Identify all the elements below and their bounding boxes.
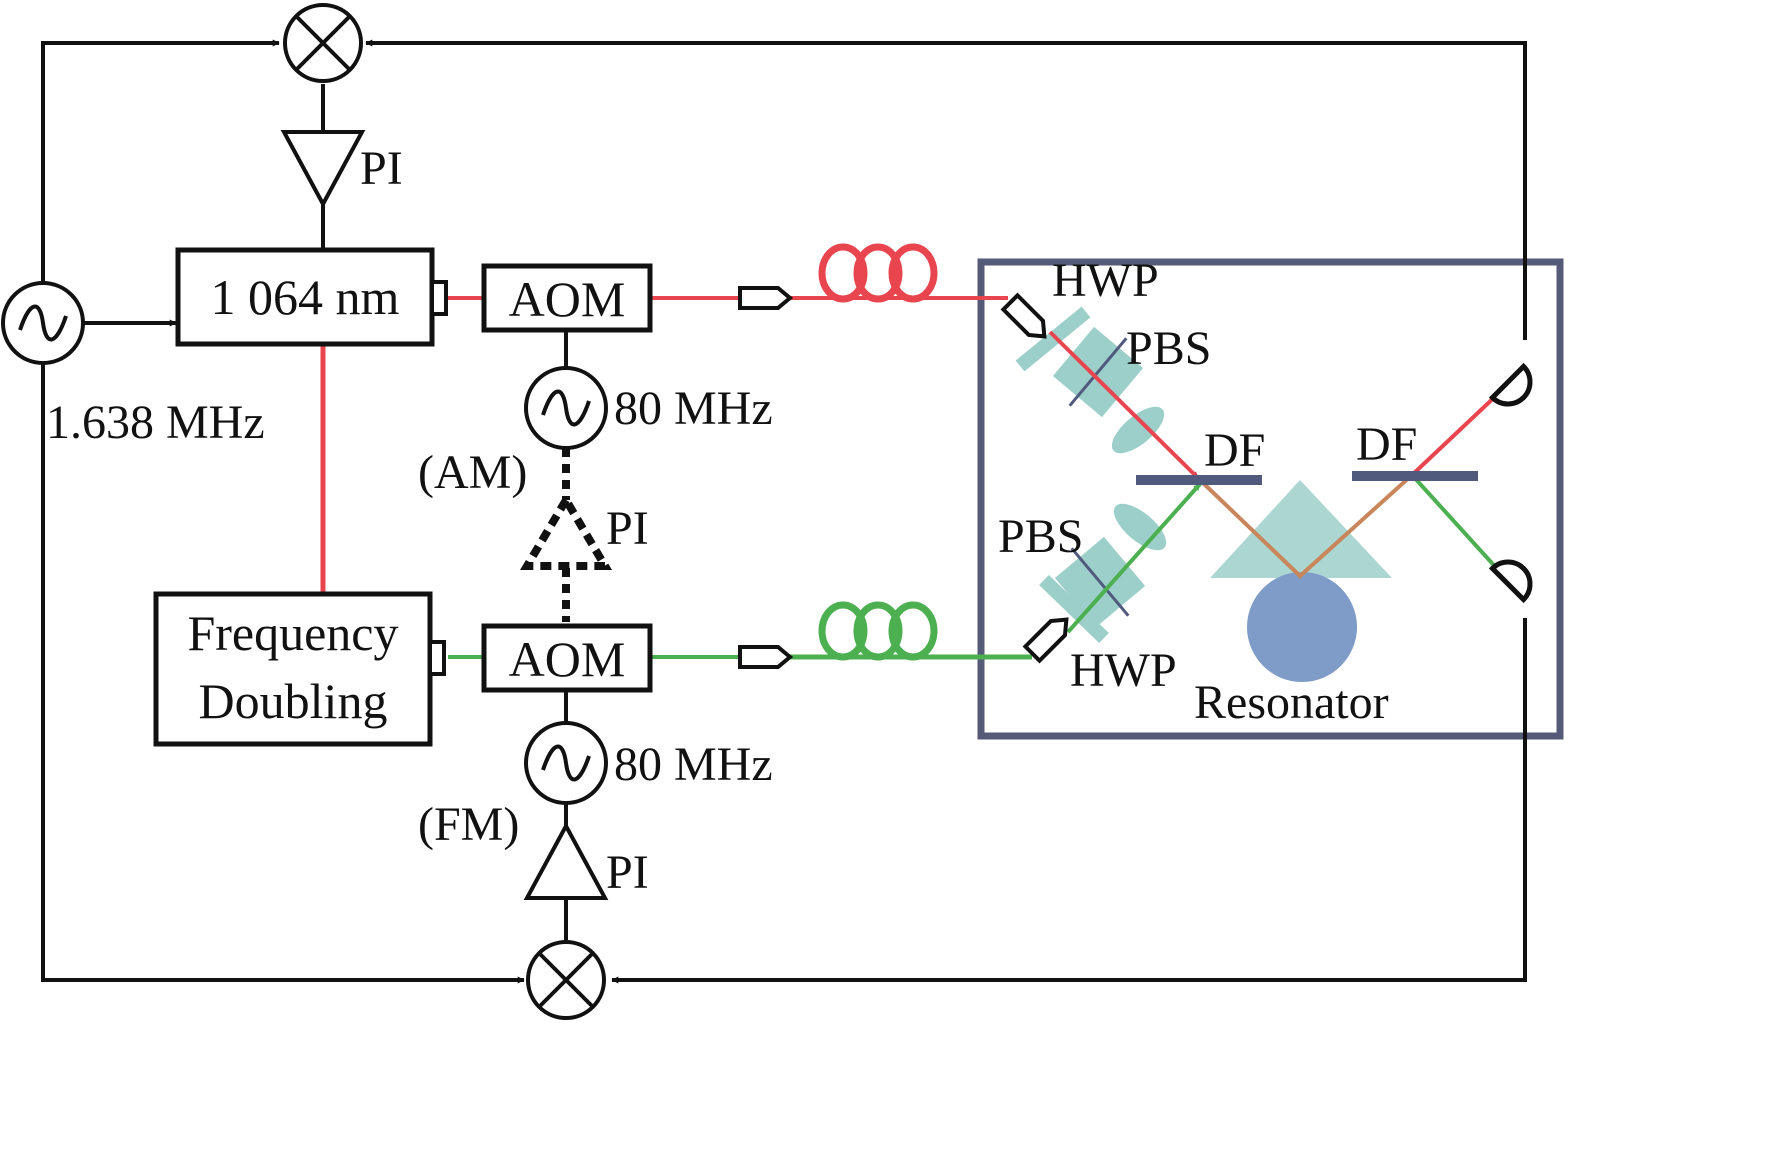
sine-oscillator-icon [1, 281, 85, 365]
osc-bottom-frequency: 80 MHz [614, 738, 773, 791]
laser-label: 1 064 nm [211, 269, 400, 325]
fiber-coupler-icon [1000, 292, 1047, 339]
df-right-label: DF [1356, 418, 1417, 471]
df-left-plate [1136, 475, 1262, 485]
mixer-icon [283, 3, 363, 83]
am-label: (AM) [418, 446, 527, 499]
osc-top-frequency: 80 MHz [614, 382, 773, 435]
laser-output-port [430, 280, 448, 316]
triangle-amplifier-icon [519, 492, 613, 570]
optical-enclosure [977, 258, 1564, 740]
doubling-output-port [428, 640, 446, 676]
pi-bottom-label: PI [606, 846, 649, 899]
hwp-bottom-label: HWP [1070, 644, 1177, 697]
resonator-label: Resonator [1194, 676, 1389, 729]
optics [1015, 306, 1392, 682]
fiber-coil-icon [818, 243, 938, 303]
fiber-coupler-icon [738, 286, 794, 310]
laser-box [175, 247, 435, 347]
df-right-plate [1352, 471, 1478, 481]
triangle-amplifier-icon [280, 130, 366, 209]
aom-bottom-label: AOM [509, 631, 626, 687]
fiber-coupler-icon [1022, 617, 1069, 664]
free-space-beams [1048, 330, 1502, 634]
osc-left-frequency: 1.638 MHz [46, 396, 265, 449]
pbs-bottom-label: PBS [998, 510, 1083, 563]
sine-oscillator-icon [524, 366, 608, 450]
hwp-top-plate [1015, 306, 1091, 372]
photodetector-icon [1488, 362, 1533, 407]
triangle-amplifier-icon [523, 821, 609, 900]
lens-top [1111, 406, 1165, 454]
prism [1210, 480, 1392, 578]
frequency-doubling-label-line1: Frequency [187, 605, 398, 661]
photodetector-icon [1488, 559, 1533, 604]
experimental-setup-diagram: 1 064 nm Frequency Doubling AOM AOM PI P… [1, 3, 1564, 1020]
frequency-doubling-box [153, 591, 433, 747]
hwp-top-label: HWP [1052, 254, 1159, 307]
fm-label: (FM) [418, 798, 519, 851]
fiber-coil-icon [818, 601, 938, 661]
frequency-doubling-label-line2: Doubling [199, 673, 388, 729]
resonator-disk [1247, 572, 1357, 682]
sine-oscillator-icon [524, 721, 608, 805]
pbs-top-cube [1052, 326, 1144, 418]
aom-top-label: AOM [509, 271, 626, 327]
pi-middle-label: PI [606, 502, 649, 555]
fiber-coupler-icon [738, 645, 794, 669]
aom-top-box [481, 263, 653, 333]
mixer-icon [526, 940, 606, 1020]
df-left-label: DF [1204, 424, 1265, 477]
pbs-top-label: PBS [1126, 322, 1211, 375]
hwp-bottom-plate [1039, 574, 1109, 644]
aom-bottom-box [481, 623, 653, 693]
pi-top-label: PI [360, 142, 403, 195]
